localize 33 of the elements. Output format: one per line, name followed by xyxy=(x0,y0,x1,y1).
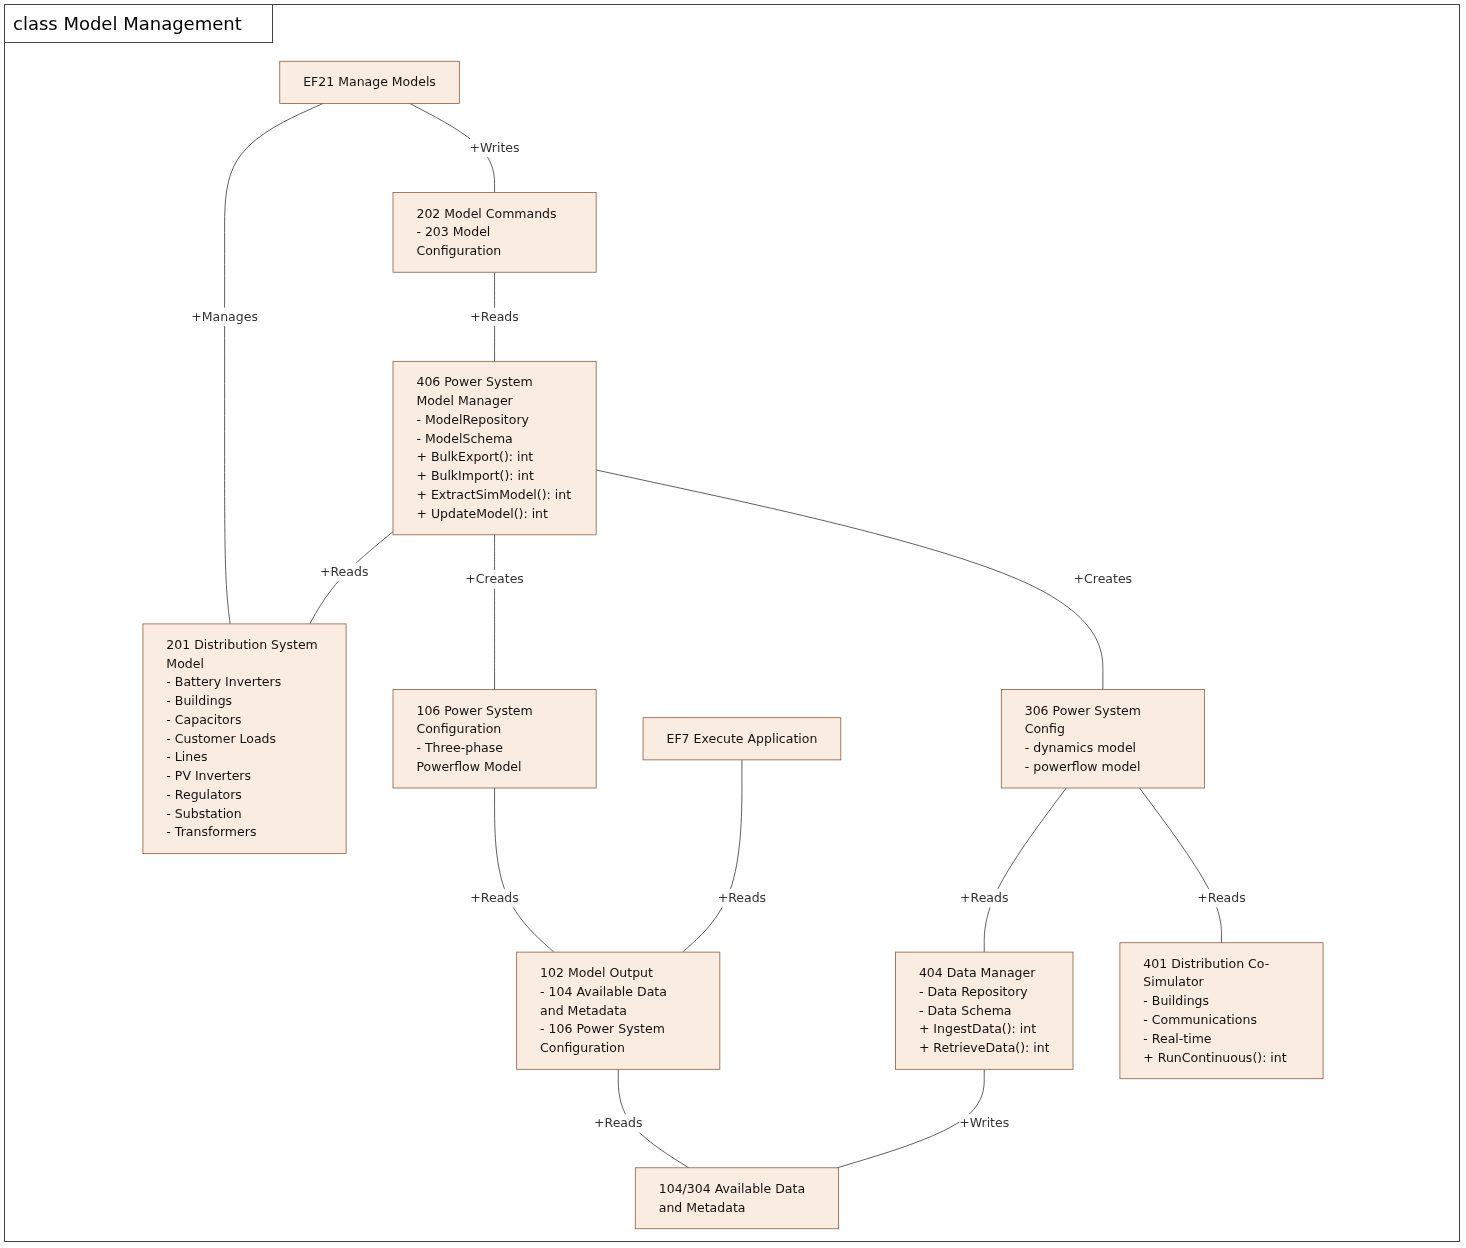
connector xyxy=(682,759,743,953)
connector xyxy=(224,103,324,625)
node-box: 202 Model Commands - 203 Model Configuration xyxy=(392,192,597,273)
node-box: 201 Distribution System Model - Battery Inverters - Buildings - Capacitors - Customer Loads - Lines - PV Inverters - Regulators - Substation - Transformers xyxy=(142,623,347,855)
connector xyxy=(494,534,495,690)
edge-label: +Writes xyxy=(469,140,520,156)
connector xyxy=(837,1068,985,1169)
edge-label: +Manages xyxy=(191,308,258,324)
edge-label: +Reads xyxy=(960,890,1009,906)
connector xyxy=(1139,787,1222,944)
edge-label: +Creates xyxy=(1073,571,1133,587)
diagram-title: class Model Management xyxy=(5,5,273,43)
connector xyxy=(983,787,1067,953)
node-box: 406 Power System Model Manager - ModelRepository - ModelSchema + BulkExport(): int + BulkImport(): int + ExtractSimModel(): int + UpdateModel(): int xyxy=(392,360,597,536)
node-box: 306 Power System Config - dynamics model - powerflow model xyxy=(1000,689,1205,789)
node-box: 102 Model Output - 104 Available Data and Metadata - 106 Power System Configuration xyxy=(516,951,721,1070)
edge-label: +Reads xyxy=(594,1115,643,1131)
connector xyxy=(494,787,555,953)
edge-label: +Reads xyxy=(320,563,369,579)
edge-label: +Reads xyxy=(717,890,767,906)
edge-label: +Reads xyxy=(1197,890,1246,906)
node-box: 404 Data Manager - Data Repository - Data Schema + IngestData(): int + RetrieveData(): int xyxy=(895,951,1074,1070)
node-box: EF21 Manage Models xyxy=(279,60,460,104)
edge-label: +Reads xyxy=(470,890,519,906)
node-box: 106 Power System Configuration - Three-phase Powerflow Model xyxy=(392,689,597,789)
node-box: 104/304 Available Data and Metadata xyxy=(634,1167,839,1230)
edge-label: +Writes xyxy=(959,1115,1010,1131)
node-box: EF7 Execute Application xyxy=(642,717,842,761)
node-box: 401 Distribution Co-Simulator - Buildings - Communications - Real-time + RunContinuous(): int xyxy=(1119,942,1324,1080)
edge-label: +Reads xyxy=(470,308,519,324)
edge-label: +Creates xyxy=(465,571,524,587)
connector xyxy=(309,531,394,625)
connector xyxy=(595,469,1104,690)
